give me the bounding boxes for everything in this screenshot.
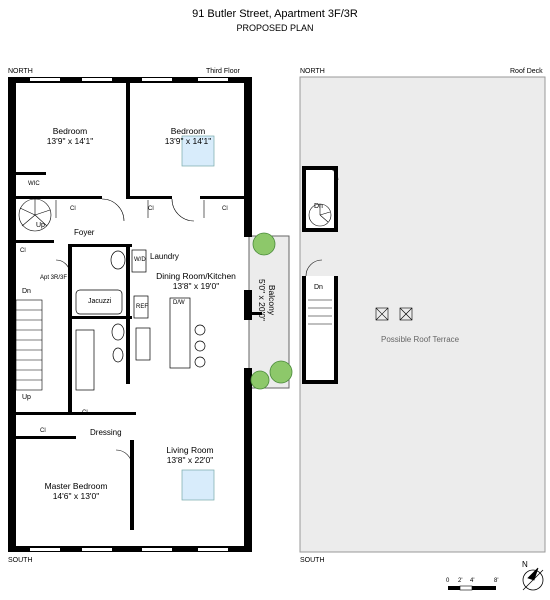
- bedroom-1-dims: 13'9" x 14'1": [46, 136, 94, 146]
- scale-tick-2: 2': [458, 578, 463, 584]
- roof-deck-label: Roof Deck: [510, 68, 543, 75]
- balcony-dims: 5'0" x 20'0": [257, 279, 267, 321]
- floor-level-label: Third Floor: [206, 68, 240, 75]
- compass-north-label: N: [522, 560, 528, 569]
- dining-kitchen-dims: 13'8" x 19'0": [172, 281, 220, 291]
- plan-type: PROPOSED PLAN: [236, 23, 314, 33]
- bedroom-2-dims: 13'9" x 14'1": [164, 136, 212, 146]
- scale-tick-8: 8': [494, 578, 499, 584]
- closet-label-2: Cl: [148, 206, 154, 212]
- balcony-name: Balcony: [267, 284, 277, 316]
- roof-north-label: NORTH: [300, 68, 325, 75]
- jacuzzi-label: Jacuzzi: [88, 298, 112, 305]
- roof-stair-down-label-2: Dn: [314, 284, 323, 291]
- roof-south-label: SOUTH: [300, 557, 325, 564]
- roof-stair-down-label-1: Dn: [314, 203, 323, 210]
- washer-dryer-label: W/D: [134, 257, 146, 263]
- balcony-label: Balcony 5'0" x 20'0": [257, 265, 277, 335]
- scale-tick-0: 0: [446, 578, 450, 584]
- living-room-name: Living Room: [166, 445, 214, 455]
- closet-label-4: Cl: [20, 248, 26, 254]
- master-bedroom-dims: 14'6" x 13'0": [52, 491, 100, 501]
- closet-label-5: Cl: [82, 410, 88, 416]
- living-room-dims: 13'8" x 22'0": [166, 455, 214, 465]
- scale-tick-4: 4': [470, 578, 475, 584]
- plan-address: 91 Butler Street, Apartment 3F/3R: [192, 8, 358, 20]
- closet-label-6: Cl: [40, 428, 46, 434]
- roof-terrace-label: Possible Roof Terrace: [381, 335, 460, 344]
- stair-up-label-2: Up: [22, 394, 31, 401]
- dining-kitchen-name: Dining Room/Kitchen: [156, 271, 236, 281]
- bedroom-2-name: Bedroom: [170, 126, 206, 136]
- dressing-label: Dressing: [90, 428, 122, 437]
- refrigerator-label: REF: [136, 304, 148, 310]
- master-bedroom-name: Master Bedroom: [44, 481, 108, 491]
- floor-south-label: SOUTH: [8, 557, 33, 564]
- closet-label-3: Cl: [222, 206, 228, 212]
- stair-down-label: Dn: [22, 288, 31, 295]
- dishwasher-label: D/W: [173, 300, 185, 306]
- foyer-label: Foyer: [74, 228, 95, 237]
- closet-label-1: Cl: [70, 206, 76, 212]
- stair-up-label-1: Up: [36, 222, 45, 229]
- wic-label: WIC: [28, 181, 40, 187]
- bedroom-2-label: Bedroom 13'9" x 14'1": [153, 126, 223, 146]
- bedroom-1-label: Bedroom 13'9" x 14'1": [35, 126, 105, 146]
- master-bedroom-label: Master Bedroom 14'6" x 13'0": [36, 481, 116, 501]
- bedroom-1-name: Bedroom: [52, 126, 88, 136]
- floor-north-label: NORTH: [8, 68, 33, 75]
- living-room-label: Living Room 13'8" x 22'0": [155, 445, 225, 465]
- dining-kitchen-label: Dining Room/Kitchen 13'8" x 19'0": [146, 271, 246, 291]
- apartment-label: Apt 3R/3F: [40, 275, 68, 281]
- laundry-label: Laundry: [150, 252, 179, 261]
